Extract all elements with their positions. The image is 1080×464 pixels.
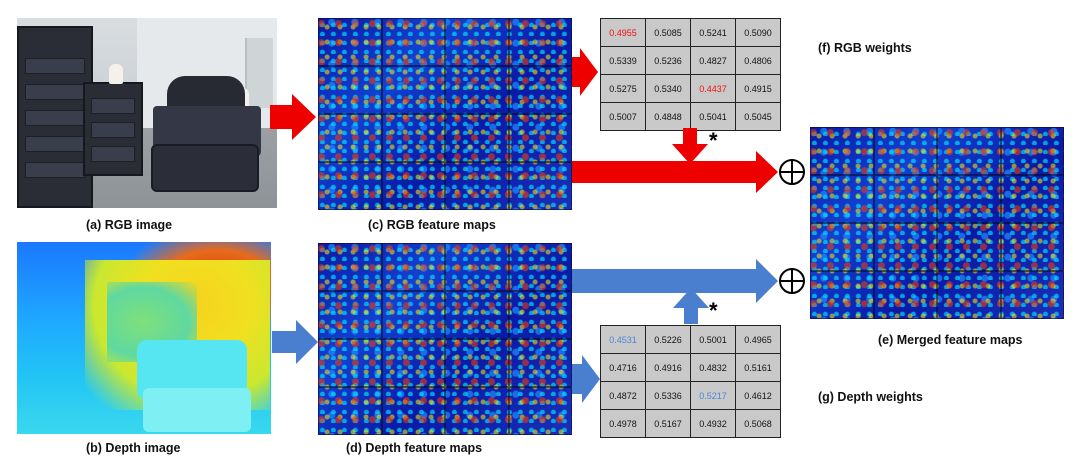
weight-cell: 0.5167 — [645, 409, 691, 438]
weight-cell: 0.5275 — [600, 74, 646, 103]
depth-feature-maps-caption: (d) Depth feature maps — [346, 441, 483, 455]
rgb-multiply-operator: * — [709, 128, 718, 153]
weight-cell: 0.4806 — [735, 46, 781, 75]
rgb-add-operator-icon — [779, 159, 805, 185]
depth-multiply-operator: * — [709, 298, 718, 323]
rgb-merge-arrow — [572, 151, 778, 193]
rgb-weights-caption: (f) RGB weights — [818, 41, 912, 55]
weight-cell: 0.4965 — [735, 325, 781, 354]
weight-cell: 0.5068 — [735, 409, 781, 438]
weight-cell: 0.5340 — [645, 74, 691, 103]
weight-cell: 0.4827 — [690, 46, 736, 75]
merged-feature-maps-caption: (e) Merged feature maps — [878, 333, 1023, 347]
weight-cell: 0.5090 — [735, 18, 781, 47]
rgb-weights-arrow — [572, 48, 598, 96]
rgb-image — [17, 18, 277, 208]
weight-cell: 0.4932 — [690, 409, 736, 438]
rgb-feature-maps-caption: (c) RGB feature maps — [368, 218, 496, 232]
rgb-image-caption: (a) RGB image — [86, 218, 173, 232]
weight-cell: 0.4848 — [645, 102, 691, 131]
weight-cell: 0.5007 — [600, 102, 646, 131]
depth-weights-up-arrow — [673, 288, 709, 324]
weight-cell: 0.4916 — [645, 353, 691, 382]
weight-cell: 0.4531 — [600, 325, 646, 354]
depth-weights-arrow — [572, 355, 600, 403]
weight-cell: 0.4612 — [735, 381, 781, 410]
depth-feature-maps — [318, 243, 572, 435]
weight-cell: 0.5241 — [690, 18, 736, 47]
weight-cell: 0.5001 — [690, 325, 736, 354]
weight-cell: 0.5226 — [645, 325, 691, 354]
weight-cell: 0.4872 — [600, 381, 646, 410]
depth-image — [17, 242, 271, 434]
weight-cell: 0.5236 — [645, 46, 691, 75]
weight-cell: 0.5085 — [645, 18, 691, 47]
weight-cell: 0.5336 — [645, 381, 691, 410]
depth-merge-arrow — [572, 259, 778, 303]
weight-cell: 0.5045 — [735, 102, 781, 131]
weight-cell: 0.5339 — [600, 46, 646, 75]
weight-cell: 0.4955 — [600, 18, 646, 47]
depth-add-operator-icon — [779, 268, 805, 294]
weight-cell: 0.5161 — [735, 353, 781, 382]
rgb-feature-maps — [318, 18, 572, 210]
depth-image-arrow — [272, 320, 318, 364]
weight-cell: 0.5217 — [690, 381, 736, 410]
merged-feature-maps — [810, 127, 1064, 319]
weight-cell: 0.4832 — [690, 353, 736, 382]
rgb-weights-down-arrow — [672, 128, 708, 164]
depth-weights-caption: (g) Depth weights — [818, 390, 923, 404]
weight-cell: 0.4915 — [735, 74, 781, 103]
weight-cell: 0.4978 — [600, 409, 646, 438]
weight-cell: 0.4437 — [690, 74, 736, 103]
weight-cell: 0.5041 — [690, 102, 736, 131]
depth-image-caption: (b) Depth image — [86, 441, 181, 455]
weight-cell: 0.4716 — [600, 353, 646, 382]
